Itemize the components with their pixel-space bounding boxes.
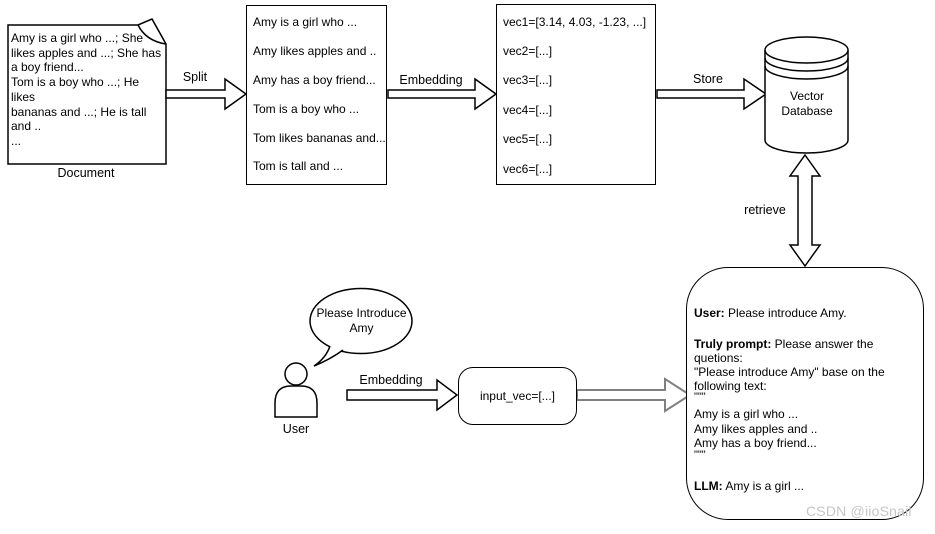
chunk-line: Tom is a boy who ... [253,101,360,116]
vector-db-cylinder-top [764,36,849,64]
chunk-line: Tom is tall and ... [253,159,344,174]
prompt-quote-close: """ [694,448,706,461]
vector-line: vec5=[...] [503,132,553,147]
prompt-llm-label: LLM: [694,478,723,493]
vector-db-cylinder-body [764,50,849,154]
user-icon [284,362,308,386]
document-text: Amy is a girl who ...; She likes apples … [11,31,162,148]
vectors-box: vec1=[3.14, 4.03, -1.23, ...] vec2=[...]… [496,4,656,185]
user-icon-body [274,385,318,418]
embedding-top-arrow-icon [387,77,498,111]
store-arrow-icon [656,77,768,111]
speech-bubble-text: Please Introduce Amy [316,306,407,335]
prompt-box: User: Please introduce Amy. Truly prompt… [686,267,924,520]
chunks-box: Amy is a girl who ... Amy likes apples a… [246,5,387,185]
prompt-context-line: Amy likes apples and .. [694,421,818,436]
speech-bubble-tail [313,345,344,367]
prompt-user-label: User: [694,306,725,320]
vector-line: vec1=[3.14, 4.03, -1.23, ...] [503,14,647,29]
prompt-quote-open: """ [694,391,706,403]
retrieve-arrow-icon [788,153,822,268]
input-vec-label: input_vec=[...] [479,389,556,403]
prompt-llm-line: LLM: Amy is a girl ... [694,479,919,493]
split-arrow-icon [165,77,248,111]
document-fold-icon [137,24,167,45]
prompt-context-line: Amy has a boy friend... [694,436,817,450]
vector-line: vec4=[...] [503,102,553,117]
split-arrow-label: Split [182,70,208,84]
prompt-user-text: Please introduce Amy. [724,306,847,320]
prompt-context: Amy is a girl who ... Amy likes apples a… [694,407,919,451]
prompt-user-line: User: Please introduce Amy. [694,306,919,320]
input-vec-box: input_vec=[...] [458,367,577,425]
retrieve-arrow-label: retrieve [744,203,786,217]
csdn-watermark: CSDN @iioSnail [806,503,912,519]
chunk-line: Amy likes apples and .. [253,44,377,59]
store-arrow-label: Store [693,72,723,86]
document-label: Document [57,166,115,180]
embedding-bottom-arrow-icon [346,378,459,412]
prompt-truly-label: Truly prompt: [694,337,772,351]
vector-db-disk-line-2 [764,65,849,80]
vector-line: vec2=[...] [503,44,553,59]
embedding-top-arrow-label: Embedding [399,73,463,87]
vector-line: vec6=[...] [503,161,553,176]
inputvec-to-prompt-arrow-icon [576,377,692,413]
prompt-llm-text: Amy is a girl ... [722,478,805,493]
vector-line: vec3=[...] [503,73,553,88]
embedding-bottom-arrow-label: Embedding [359,373,423,387]
user-label: User [282,422,310,436]
vector-db-disk-line-1 [764,57,849,72]
vector-db-label: Vector Database [781,89,833,118]
prompt-truly-text: Please answer the quetions: "Please intr… [694,337,885,393]
prompt-context-line: Amy is a girl who ... [694,407,799,421]
chunk-line: Amy is a girl who ... [253,15,358,30]
chunk-line: Amy has a boy friend... [253,72,376,87]
chunk-line: Tom likes bananas and... [253,130,386,145]
prompt-truly-paragraph: Truly prompt: Please answer the quetions… [694,337,919,393]
speech-bubble [309,287,413,355]
